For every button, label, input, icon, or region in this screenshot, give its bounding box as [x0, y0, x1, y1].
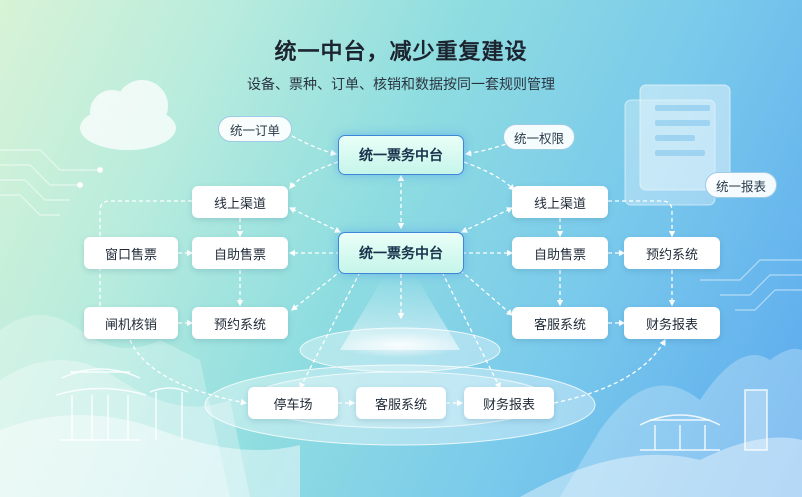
- node-right-online-channel[interactable]: 线上渠道: [512, 186, 608, 218]
- node-bottom-finance-report[interactable]: 财务报表: [464, 387, 554, 419]
- connector-center-finance: [441, 271, 501, 390]
- node-bottom-customer-service[interactable]: 客服系统: [356, 387, 446, 419]
- connector-right-loop: [608, 200, 676, 238]
- connector-center-right-online: [460, 207, 514, 233]
- connector-center-left-online: [288, 207, 342, 233]
- temple-icon: [639, 389, 768, 451]
- node-right-finance-report[interactable]: 财务报表: [624, 307, 720, 339]
- node-gate-check[interactable]: 闸机核销: [84, 307, 178, 339]
- page-title: 统一中台，减少重复建设: [274, 40, 528, 65]
- pavilion-gate-icon: [55, 368, 189, 441]
- connector-top-right-online: [463, 161, 515, 191]
- mountain-silhouette-left: [0, 315, 300, 497]
- connector-left-loop: [99, 200, 192, 306]
- cloud-icon: [80, 80, 176, 150]
- platform-base: [204, 275, 596, 446]
- hub-ticketing-platform-center[interactable]: 统一票务中台: [338, 232, 464, 274]
- node-window-sales[interactable]: 窗口售票: [84, 237, 178, 269]
- node-left-self-service[interactable]: 自助售票: [192, 237, 288, 269]
- document-icon: [624, 84, 731, 206]
- tag-unified-report: 统一报表: [705, 172, 777, 198]
- connector-tag-order: [291, 135, 338, 157]
- node-left-booking[interactable]: 预约系统: [192, 307, 288, 339]
- connectors: [99, 135, 676, 407]
- node-right-booking[interactable]: 预约系统: [624, 237, 720, 269]
- node-right-self-service[interactable]: 自助售票: [512, 237, 608, 269]
- circuit-lines-left: [0, 149, 104, 216]
- node-right-customer-service[interactable]: 客服系统: [512, 307, 608, 339]
- connector-center-parking: [299, 271, 361, 390]
- connector-center-left-booking: [290, 269, 343, 311]
- circuit-lines-right: [700, 259, 802, 311]
- connector-finance-right: [553, 338, 666, 404]
- page-subtitle: 设备、票种、订单、核销和数据按同一套规则管理: [247, 77, 555, 93]
- hub-ticketing-platform-top[interactable]: 统一票务中台: [338, 135, 464, 175]
- mountain-silhouette-right: [520, 348, 802, 497]
- tag-unified-order: 统一订单: [218, 116, 292, 142]
- connector-center-right-cs: [459, 269, 513, 316]
- tag-unified-permission: 统一权限: [503, 124, 575, 150]
- node-left-online-channel[interactable]: 线上渠道: [192, 186, 288, 218]
- node-parking[interactable]: 停车场: [248, 387, 338, 419]
- connector-top-left-online: [289, 161, 339, 190]
